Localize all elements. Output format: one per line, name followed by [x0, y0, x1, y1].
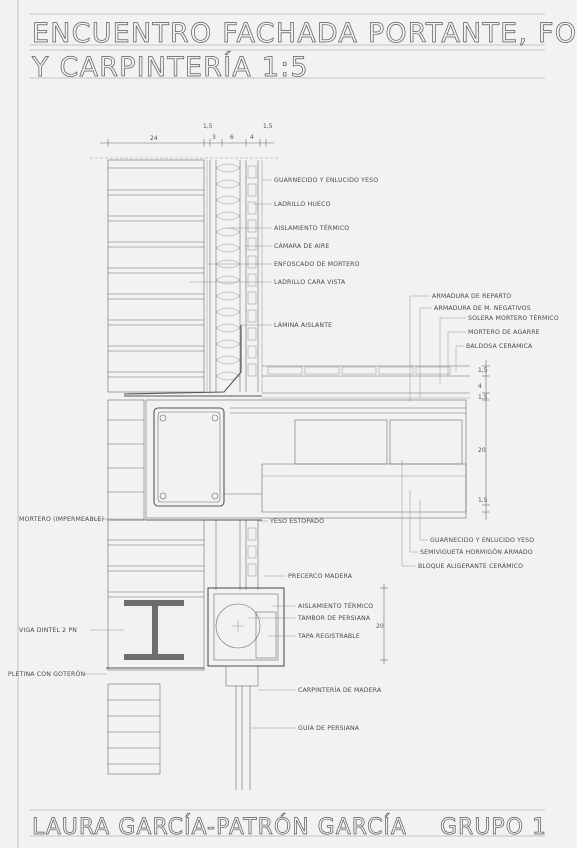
- hollow-brick-cells: [247, 165, 257, 377]
- label-guia-persiana: GUÍA DE PERSIANA: [298, 723, 360, 732]
- label-aislamiento-top: AISLAMIENTO TÉRMICO: [274, 223, 349, 232]
- title-line-1: ENCUENTRO FACHADA PORTANTE, FORJADO: [32, 18, 577, 49]
- label-lamina-aislante: LÁMINA AISLANTE: [274, 320, 332, 329]
- dim-3: 3: [212, 134, 216, 141]
- lower-wall-layers: [215, 520, 259, 590]
- dim-shutter-20: 20: [376, 623, 384, 630]
- label-semivigueta: SEMIVIGUETA HORMIGÓN ARMADO: [420, 547, 533, 556]
- lower-brick-wall: [107, 399, 205, 775]
- label-aislamiento-caja: AISLAMIENTO TÉRMICO: [298, 601, 373, 610]
- label-tapa-registrable: TAPA REGISTRABLE: [297, 633, 360, 640]
- group-label: GRUPO 1: [440, 815, 547, 840]
- perimeter-beam: [153, 407, 262, 507]
- label-bloque-aligerante: BLOQUE ALIGERANTE CERÁMICO: [418, 561, 523, 570]
- dim-6: 6: [230, 134, 234, 141]
- dim-right-20: 20: [478, 447, 486, 454]
- label-mortero-agarre: MORTERO DE AGARRE: [468, 329, 540, 336]
- insulation-hatch: [215, 163, 241, 381]
- label-mortero-impermeable: MORTERO (IMPERMEABLE): [19, 516, 104, 523]
- label-armadura-reparto: ARMADURA DE REPARTO: [432, 293, 511, 300]
- label-precerco-madera: PRECERCO MADERA: [288, 573, 353, 580]
- waterproof-membrane: [123, 325, 242, 395]
- label-carpinteria-madera: CARPINTERÍA DE MADERA: [298, 685, 382, 694]
- dim-4: 4: [250, 134, 254, 141]
- slab: [145, 399, 467, 519]
- dim-1-5-b: 1,5: [263, 123, 273, 130]
- dim-right-4: 4: [478, 383, 482, 390]
- wall-layers: [206, 160, 263, 392]
- steel-lintel: [106, 600, 204, 669]
- dim-right-1-5-mid: 1,5: [478, 394, 488, 401]
- label-yeso-estopado: YESO ESTOPADO: [269, 518, 324, 525]
- leader-lines: [84, 179, 466, 729]
- label-guarnecido-bottom: GUARNECIDO Y ENLUCIDO YESO: [430, 537, 534, 544]
- dim-right-1-5-bot: 1,5: [478, 497, 488, 504]
- top-dimension-line: [90, 139, 278, 159]
- dim-24: 24: [150, 135, 158, 142]
- label-tambor-persiana: TAMBOR DE PERSIANA: [297, 615, 371, 622]
- label-armadura-negativos: ARMADURA DE M. NEGATIVOS: [434, 305, 531, 312]
- label-viga-dintel: VIGA DINTEL 2 PN: [19, 627, 77, 634]
- shutter-box: [207, 587, 285, 667]
- label-camara-aire: CÁMARA DE AIRE: [274, 241, 329, 250]
- dim-1-5-a: 1,5: [203, 123, 213, 130]
- label-enfoscado: ENFOSCADO DE MORTERO: [274, 261, 360, 268]
- dim-right-1-5-top: 1,5: [478, 367, 488, 374]
- title-line-2: Y CARPINTERÍA 1:5: [31, 51, 309, 83]
- floor-finish: [262, 365, 470, 399]
- author-name: LAURA GARCÍA-PATRÓN GARCÍA: [32, 814, 407, 840]
- face-brick-wall: [107, 159, 205, 393]
- title-guidelines: [17, 0, 545, 848]
- label-solera-mortero: SOLERA MORTERO TÉRMICO: [468, 313, 559, 322]
- label-ladrillo-hueco: LADRILLO HUECO: [274, 201, 331, 208]
- label-ladrillo-cara-vista: LADRILLO CARA VISTA: [274, 279, 346, 286]
- window-frame: [225, 665, 259, 790]
- label-guarnecido-top: GUARNECIDO Y ENLUCIDO YESO: [274, 177, 378, 184]
- label-pletina-goteron: PLETINA CON GOTERÓN: [8, 669, 86, 678]
- right-dimension-line: [380, 360, 490, 664]
- label-baldosa-ceramica: BALDOSA CERÁMICA: [466, 341, 533, 350]
